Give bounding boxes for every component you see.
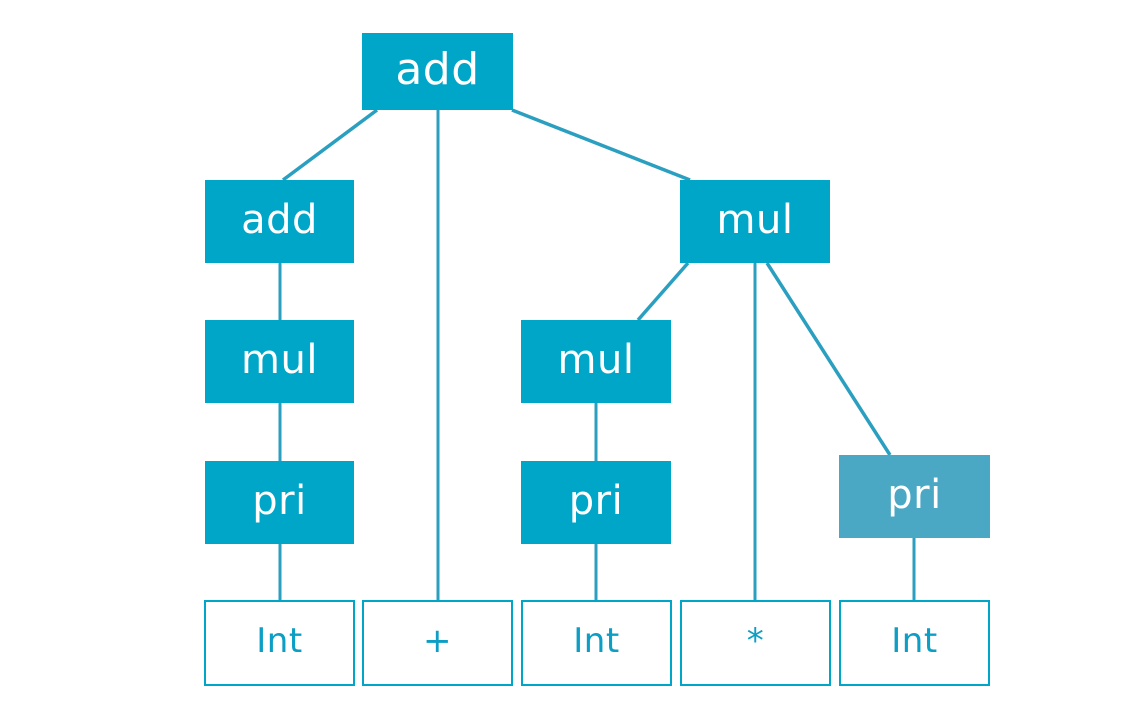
tree-node-mul-l1[interactable]: mul	[680, 180, 830, 263]
tree-edge	[765, 262, 892, 456]
tree-node-label: pri	[252, 477, 307, 524]
tree-node-label: mul	[557, 336, 635, 383]
tree-node-pri-left[interactable]: pri	[205, 461, 354, 544]
tree-node-label: *	[746, 621, 765, 661]
tree-edge	[636, 261, 690, 322]
tree-node-label: mul	[241, 336, 318, 383]
tree-node-mul-mid[interactable]: mul	[521, 320, 671, 403]
tree-node-label: add	[395, 43, 480, 95]
tree-edge	[511, 108, 691, 182]
tree-node-pri-right[interactable]: pri	[839, 455, 990, 538]
tree-node-leaf-star[interactable]: *	[680, 600, 831, 686]
tree-node-label: mul	[716, 196, 794, 243]
tree-node-label: Int	[573, 621, 620, 661]
tree-node-label: +	[423, 621, 452, 661]
tree-node-label: Int	[891, 621, 938, 661]
tree-node-add-root[interactable]: add	[362, 33, 513, 110]
tree-node-leaf-int2[interactable]: Int	[521, 600, 672, 686]
tree-node-leaf-int1[interactable]: Int	[204, 600, 355, 686]
tree-edge	[281, 108, 379, 182]
tree-node-label: add	[241, 196, 318, 243]
tree-node-leaf-plus[interactable]: +	[362, 600, 513, 686]
tree-node-leaf-int3[interactable]: Int	[839, 600, 990, 686]
tree-node-label: pri	[887, 471, 942, 518]
tree-node-add-l1[interactable]: add	[205, 180, 354, 263]
tree-node-mul-left[interactable]: mul	[205, 320, 354, 403]
tree-node-pri-mid[interactable]: pri	[521, 461, 671, 544]
tree-node-label: Int	[256, 621, 303, 661]
tree-node-label: pri	[568, 477, 624, 524]
